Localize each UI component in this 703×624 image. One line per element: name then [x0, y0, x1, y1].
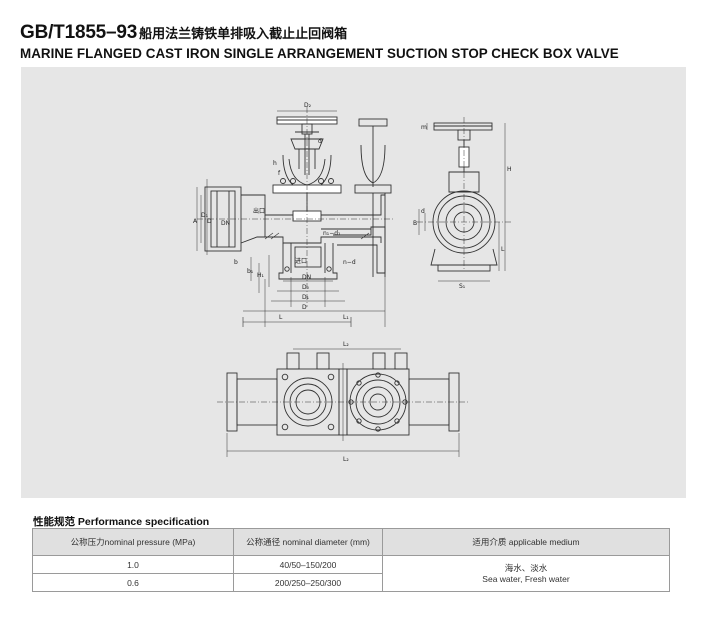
- dim-label: f: [278, 170, 281, 177]
- dim-label: H: [507, 166, 512, 173]
- dim-label: A: [193, 218, 198, 225]
- medium-english: Sea water, Fresh water: [482, 573, 570, 584]
- dim-label: n−d: [343, 259, 356, 266]
- dim-label: S₁: [459, 283, 466, 290]
- medium-chinese: 海水、淡水: [504, 562, 548, 573]
- table-row: 0.6 200/250–250/300: [32, 573, 670, 592]
- dim-label: b₁: [247, 268, 254, 275]
- dim-label: D₁: [201, 212, 209, 219]
- front-dimension-labels: D₂ d A D₁ D DN DN D₀ D₁ D L L₁ b f n−d b…: [193, 102, 356, 321]
- dim-label: H₁: [257, 272, 265, 279]
- spec-title-chinese: 性能规范: [33, 516, 75, 528]
- title-chinese: 船用法兰铸铁单排吸入截止止回阀箱: [139, 26, 348, 41]
- dim-label: D₂: [304, 102, 312, 109]
- dim-label: D₀: [302, 284, 310, 291]
- front-elevation: [196, 107, 393, 327]
- dim-label: L₂: [343, 456, 349, 463]
- side-dimension-labels: m H B d L S₁: [413, 124, 512, 290]
- performance-spec-table: 公称压力nominal pressure (MPa) 公称通径 nominal …: [32, 528, 670, 592]
- page-subtitle: MARINE FLANGED CAST IRON SINGLE ARRANGEM…: [20, 46, 619, 61]
- dim-label: L₂: [343, 341, 349, 348]
- dim-label: d: [318, 138, 322, 145]
- outlet-callout: 出口: [253, 207, 265, 215]
- dim-label: D: [302, 304, 307, 311]
- cell-diameter: 200/250–250/300: [233, 573, 383, 592]
- cell-medium: 海水、淡水 Sea water, Fresh water: [382, 555, 670, 592]
- dim-label: L₁: [343, 314, 349, 321]
- inlet-callout: 进口: [295, 257, 307, 265]
- dim-label: L: [501, 246, 505, 253]
- dim-label: d: [421, 208, 425, 215]
- plan-dimension-labels: L₂ L₂: [343, 341, 349, 463]
- cell-diameter: 40/50–150/200: [233, 555, 383, 574]
- dim-label: DN: [221, 220, 230, 227]
- spec-title: 性能规范 Performance specification: [33, 514, 209, 529]
- plan-view: [217, 348, 469, 457]
- dim-label: L: [279, 314, 283, 321]
- dim-label: n₁−d₁: [323, 230, 341, 237]
- standard-code: GB/T1855–93: [20, 22, 138, 43]
- dim-label: D₁: [302, 294, 310, 301]
- table-row: 1.0 40/50–150/200 海水、淡水 Sea water, Fresh…: [32, 555, 670, 592]
- dim-label: D: [207, 218, 212, 225]
- spec-title-english: Performance specification: [77, 516, 210, 528]
- dim-label: m: [421, 124, 427, 131]
- header-nominal-pressure: 公称压力nominal pressure (MPa): [32, 528, 234, 556]
- valve-drawing: D₂ d A D₁ D DN DN D₀ D₁ D L L₁ b f n−d b…: [193, 102, 512, 463]
- cell-pressure: 0.6: [32, 573, 234, 592]
- header-nominal-diameter: 公称通径 nominal diameter (mm): [233, 528, 383, 556]
- technical-drawing-panel: D₂ d A D₁ D DN DN D₀ D₁ D L L₁ b f n−d b…: [21, 67, 686, 498]
- dim-label: h: [273, 160, 277, 167]
- header-applicable-medium: 适用介质 applicable medium: [382, 528, 670, 556]
- dim-label: B: [413, 220, 417, 227]
- dim-label: DN: [302, 274, 311, 281]
- table-header-row: 公称压力nominal pressure (MPa) 公称通径 nominal …: [32, 528, 670, 556]
- dim-label: b: [234, 259, 238, 266]
- cell-pressure: 1.0: [32, 555, 234, 574]
- side-elevation: [417, 117, 511, 282]
